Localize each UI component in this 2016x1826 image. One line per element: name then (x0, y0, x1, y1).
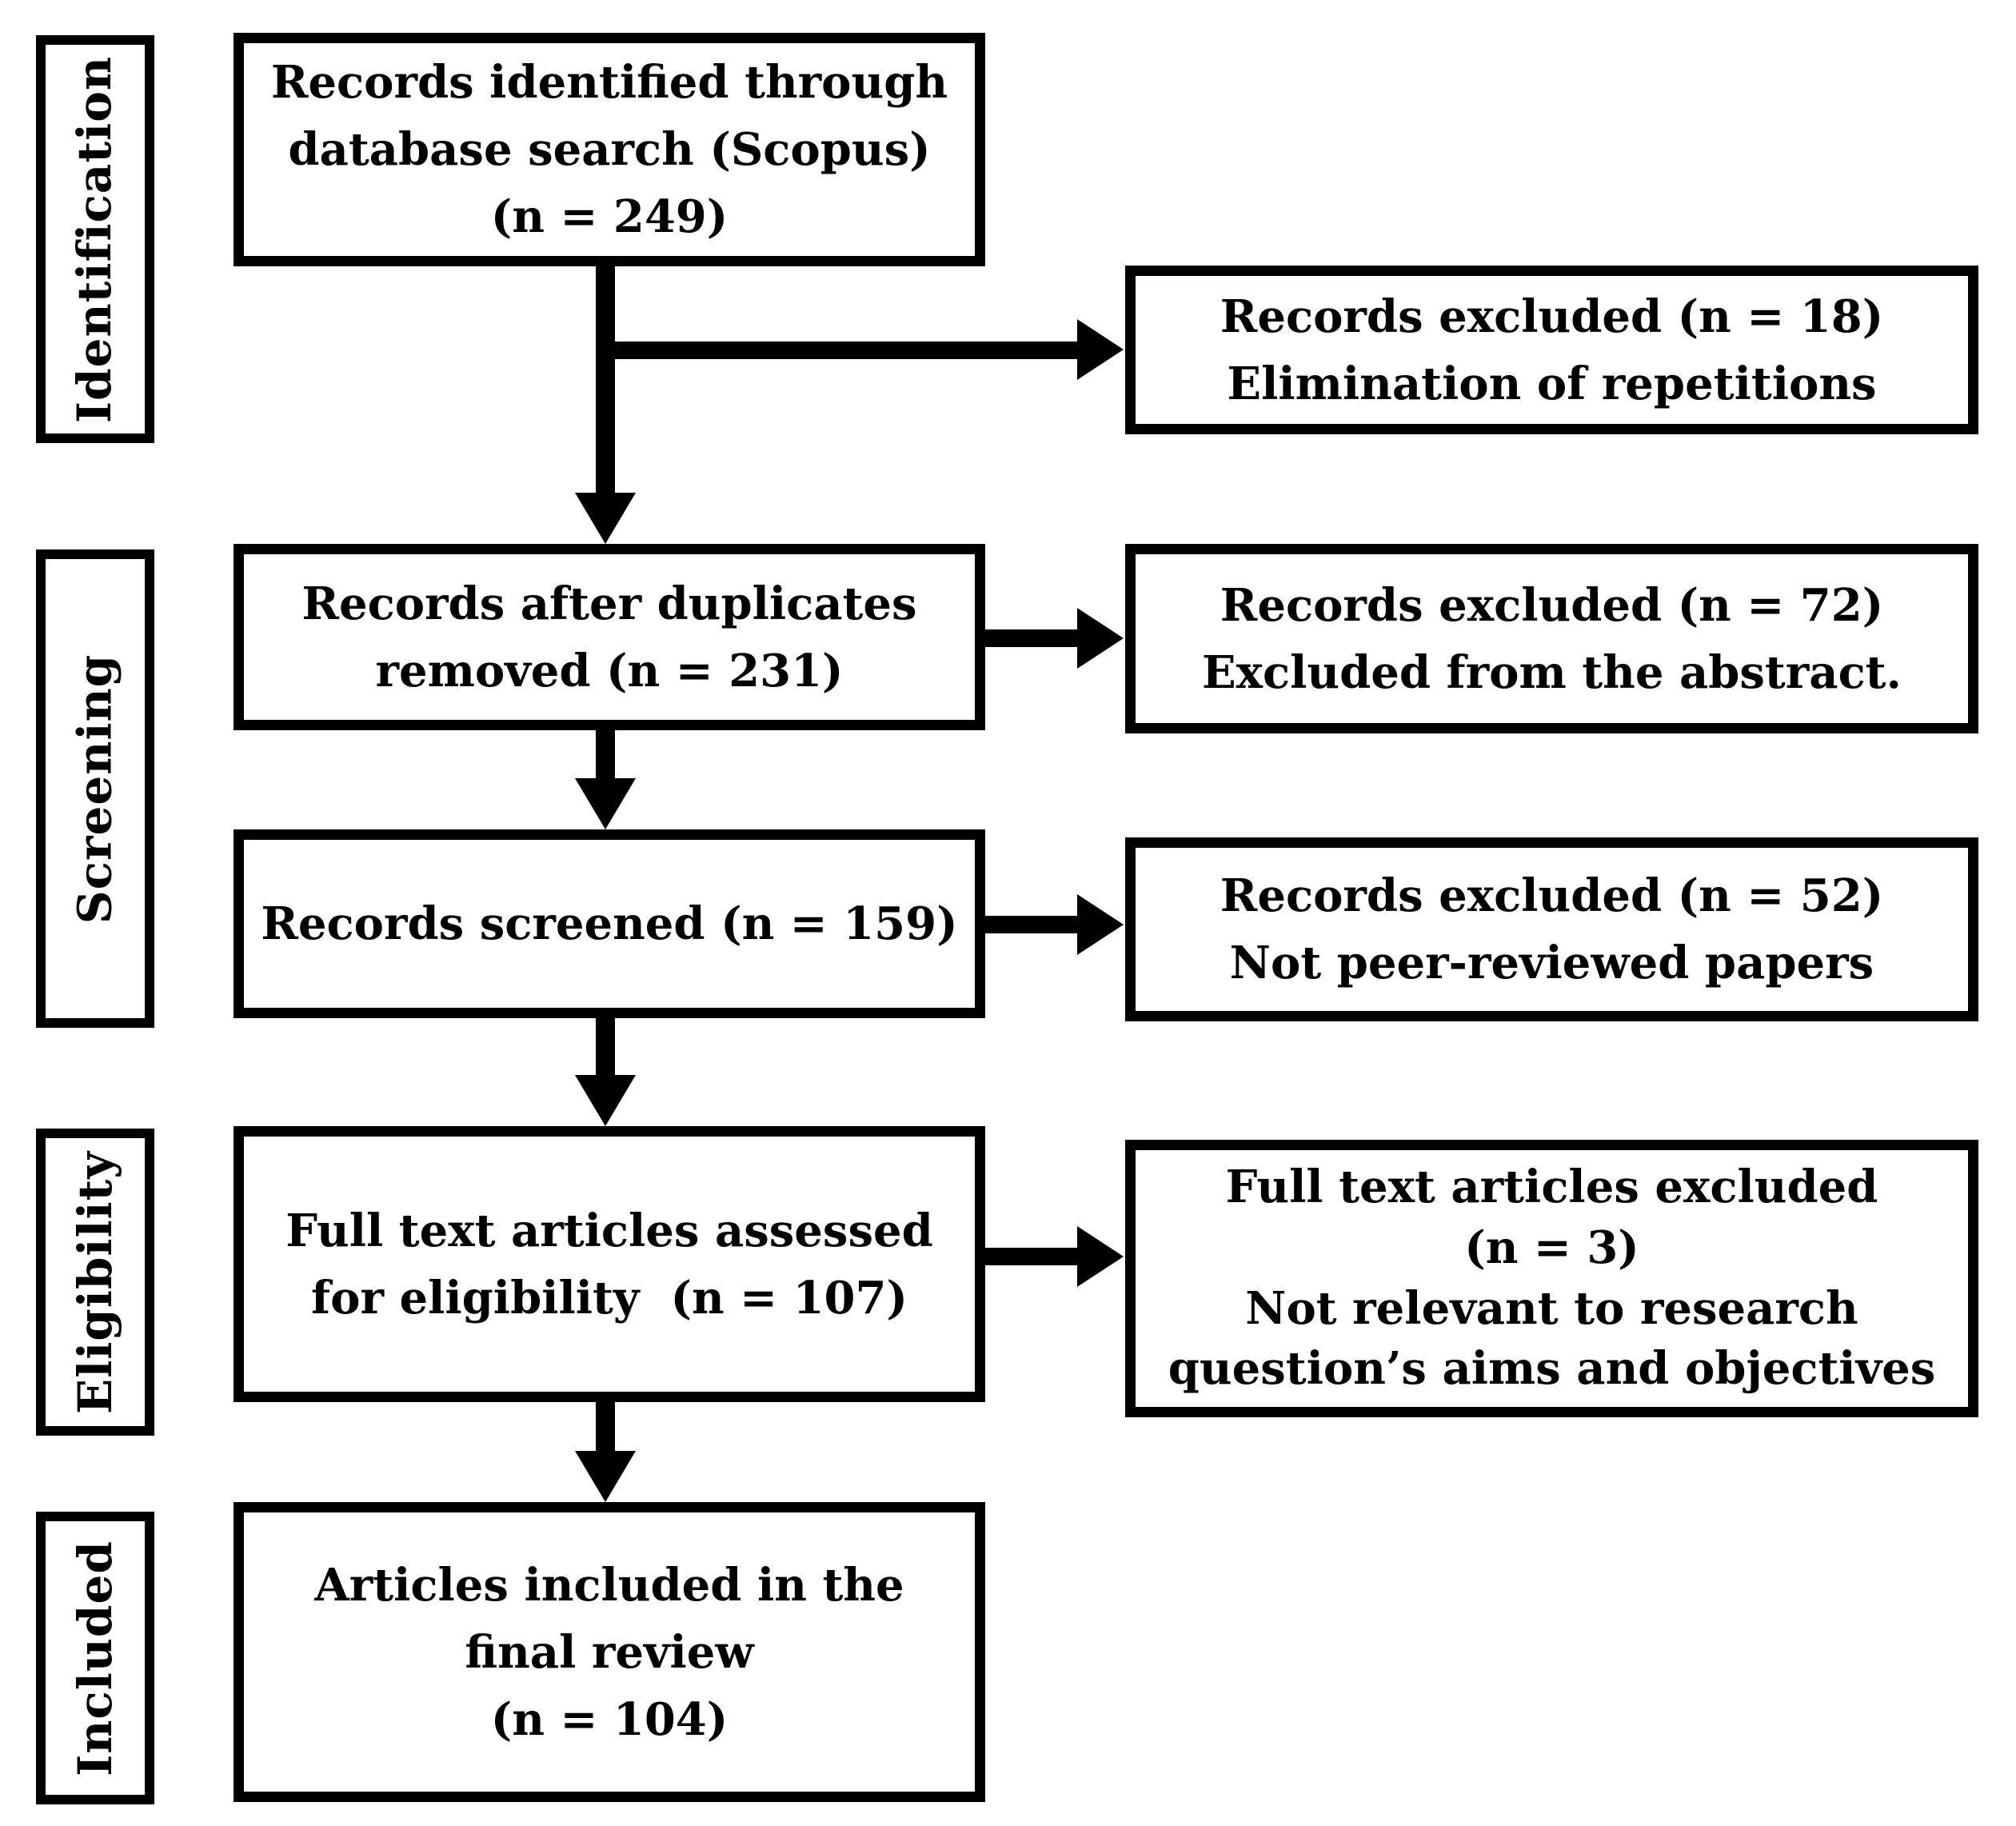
box-line: Records identified through (270, 56, 948, 109)
box-excluded-not-peer-reviewed: Records excluded (n = 52) Not peer-revie… (1125, 837, 1978, 1021)
arrow-screened-to-excluded-not-peer-reviewed-shaft (985, 916, 1077, 933)
box-line: Records excluded (n = 72) (1220, 578, 1884, 632)
arrow-fulltext-to-included-head-icon (575, 1451, 636, 1502)
arrow-screened-to-fulltext-shaft (596, 1018, 615, 1075)
box-line: (n = 3) (1464, 1221, 1639, 1274)
box-line: question’s aims and objectives (1168, 1342, 1936, 1396)
box-line: final review (465, 1625, 754, 1679)
box-line: Full text articles assessed (285, 1204, 933, 1257)
box-line: Elimination of repetitions (1227, 357, 1877, 410)
stage-label-screening: Screening (67, 653, 122, 924)
box-fulltext-assessed: Full text articles assessed for eligibil… (234, 1126, 985, 1402)
stage-box-included: Included (36, 1512, 154, 1804)
arrow-fulltext-to-included-shaft (596, 1402, 615, 1451)
stage-box-identification: Identification (36, 35, 154, 443)
stage-box-screening: Screening (36, 549, 154, 1028)
arrow-branch-to-excluded-repetitions-shaft (605, 342, 1077, 359)
box-records-identified: Records identified through database sear… (234, 33, 985, 266)
stage-box-eligibility: Eligibility (36, 1129, 154, 1436)
box-line: Not peer-reviewed papers (1229, 937, 1874, 989)
box-records-screened: Records screened (n = 159) (234, 829, 985, 1018)
box-line: (n = 249) (490, 190, 729, 243)
box-excluded-abstract: Records excluded (n = 72) Excluded from … (1125, 544, 1978, 733)
arrow-identified-to-duplicates-shaft (596, 266, 615, 493)
box-line: Excluded from the abstract. (1201, 645, 1902, 699)
box-duplicates-removed: Records after duplicates removed (n = 23… (234, 544, 985, 730)
stage-label-included: Included (67, 1540, 122, 1776)
arrow-duplicates-to-screened-shaft (596, 730, 615, 778)
arrow-fulltext-to-fulltext-excluded-shaft (985, 1248, 1077, 1265)
box-line: Records after duplicates (301, 577, 917, 630)
arrow-screened-to-fulltext-head-icon (575, 1075, 636, 1126)
stage-label-eligibility: Eligibility (67, 1150, 122, 1414)
arrow-duplicates-to-screened-head-icon (575, 778, 636, 829)
box-line: removed (n = 231) (375, 644, 844, 697)
box-articles-included: Articles included in the final review (n… (234, 1502, 985, 1802)
box-line: database search (Scopus) (288, 123, 931, 176)
box-excluded-repetitions: Records excluded (n = 18) Elimination of… (1125, 266, 1978, 434)
arrow-duplicates-to-excluded-abstract-head-icon (1077, 608, 1124, 669)
stage-label-identification: Identification (67, 55, 122, 423)
box-line: Articles included in the (314, 1558, 904, 1612)
box-line: Not relevant to research (1245, 1281, 1858, 1335)
box-line: Records excluded (n = 18) (1220, 290, 1884, 343)
box-line: Records excluded (n = 52) (1220, 869, 1884, 922)
arrow-fulltext-to-fulltext-excluded-head-icon (1077, 1226, 1124, 1287)
arrow-screened-to-excluded-not-peer-reviewed-head-icon (1077, 894, 1124, 955)
box-fulltext-excluded: Full text articles excluded (n = 3) Not … (1125, 1140, 1978, 1417)
arrow-identified-to-duplicates-head-icon (575, 493, 636, 544)
box-line: Records screened (n = 159) (261, 897, 958, 950)
arrow-branch-to-excluded-repetitions-head-icon (1077, 319, 1124, 380)
box-line: (n = 104) (490, 1692, 729, 1746)
box-line: for eligibility (n = 107) (311, 1271, 908, 1325)
box-line: Full text articles excluded (1225, 1161, 1878, 1214)
arrow-duplicates-to-excluded-abstract-shaft (985, 629, 1077, 647)
